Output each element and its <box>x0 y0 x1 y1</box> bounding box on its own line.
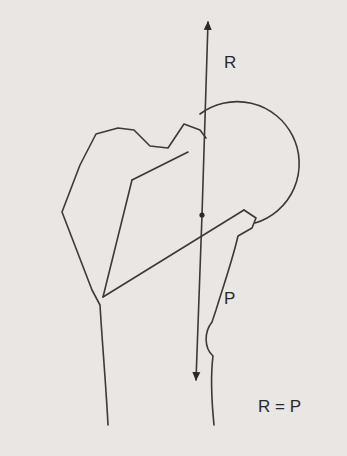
force-label: R <box>224 54 236 71</box>
equation-label: R = P <box>258 398 301 415</box>
force-label: P <box>224 290 235 307</box>
trochanter-line <box>103 180 132 297</box>
neck-line <box>103 210 244 297</box>
force-line-r <box>202 22 208 215</box>
center-dot <box>199 212 204 217</box>
neck-line <box>132 152 188 180</box>
force-line-p <box>196 215 202 380</box>
femur-outline <box>206 210 256 425</box>
femur-outline <box>62 124 206 425</box>
femoral-head <box>200 102 299 223</box>
